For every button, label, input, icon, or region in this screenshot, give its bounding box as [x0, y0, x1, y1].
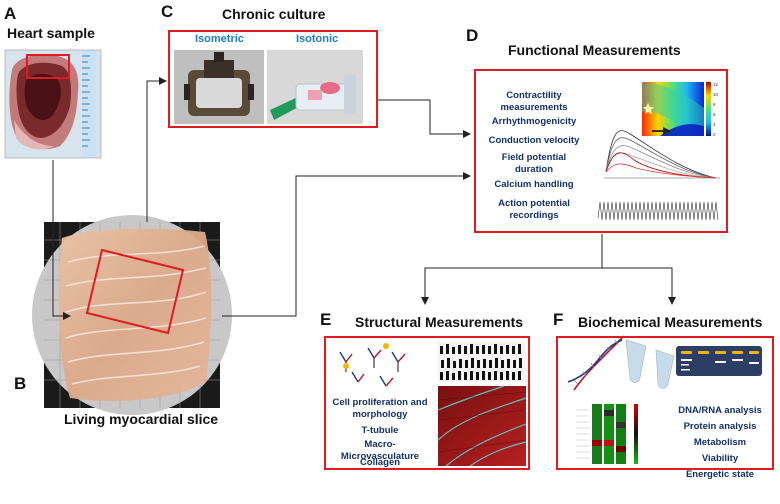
functional-frame [474, 69, 728, 233]
heart-sample-photo [4, 49, 102, 159]
structural-frame [324, 336, 530, 470]
functional-item-conduction-velocity: Conduction velocity [488, 135, 580, 146]
slice-title: Living myocardial slice [64, 411, 219, 427]
svg-text:10: 10 [713, 92, 719, 97]
panel-letter-a: A [4, 4, 17, 23]
arrow-a-to-b [52, 160, 71, 320]
biochemical-item-metabolism: Metabolism [693, 437, 747, 448]
culture-frame [168, 30, 378, 128]
structural-item-collagen: Collagen [359, 457, 401, 468]
action-potential-traces [604, 130, 720, 179]
sample-tube-icons [625, 339, 675, 389]
biochemical-title: Biochemical Measurements [578, 314, 763, 330]
calcium-transient-trace [597, 201, 719, 221]
activation-heatmap [642, 82, 711, 136]
isometric-device-photo [174, 50, 264, 124]
functional-item-arrhythmogenicity: Arrhythmogenicity [491, 116, 577, 127]
heart-sample-title: Heart sample [7, 25, 95, 41]
svg-text:8: 8 [713, 102, 716, 107]
heatmap-colorbar-ticks: 12 10 8 6 4 2 [713, 82, 719, 137]
biochemical-item-energetic-state: Energetic state [685, 469, 755, 480]
biochemical-item-dna-rna: DNA/RNA analysis [678, 405, 762, 416]
dna-helix-icon [567, 335, 625, 391]
protein-gel-icon [676, 346, 762, 376]
arrow-d-split [421, 234, 676, 305]
isotonic-device-photo [267, 50, 363, 124]
functional-title: Functional Measurements [508, 42, 681, 58]
panel-letter-f: F [553, 310, 564, 329]
svg-text:4: 4 [713, 122, 716, 127]
structural-item-t-tubule: T-tubule [361, 425, 399, 436]
arrow-c-to-d [378, 99, 471, 138]
panel-letter-d: D [466, 26, 479, 45]
culture-title: Chronic culture [222, 6, 326, 22]
biochemical-item-protein: Protein analysis [683, 421, 757, 432]
structural-item-vasculature: Macro-Microvasculature [340, 439, 420, 462]
biochemical-item-viability: Viability [701, 453, 739, 464]
isotonic-label: Isotonic [296, 33, 339, 45]
panel-letter-c: C [161, 2, 174, 21]
gene-expression-heatmap [576, 402, 638, 466]
panel-letter-e: E [320, 310, 332, 329]
arrow-b-to-c [146, 77, 167, 222]
structural-title: Structural Measurements [355, 314, 524, 330]
panel-letter-b: B [14, 374, 27, 393]
cell-schematic-icons [339, 343, 406, 387]
functional-item-action-potential: Action potential recordings [498, 198, 570, 221]
arrow-b-to-d [222, 172, 471, 317]
myocardial-slice-photo [32, 215, 232, 415]
isometric-label: Isometric [195, 33, 244, 45]
svg-text:2: 2 [713, 132, 716, 137]
biochemical-frame [556, 336, 774, 470]
svg-text:12: 12 [713, 82, 719, 87]
svg-text:6: 6 [713, 112, 716, 117]
structural-item-cell-proliferation: Cell proliferation and morphology [332, 397, 428, 420]
functional-item-contractility: Contractility measurements [500, 90, 568, 113]
t-tubule-micrograph [438, 342, 526, 382]
functional-item-field-potential: Field potential duration [501, 152, 567, 175]
functional-item-calcium-handling: Calcium handling [494, 179, 574, 190]
tissue-stain-micrograph [437, 385, 527, 467]
